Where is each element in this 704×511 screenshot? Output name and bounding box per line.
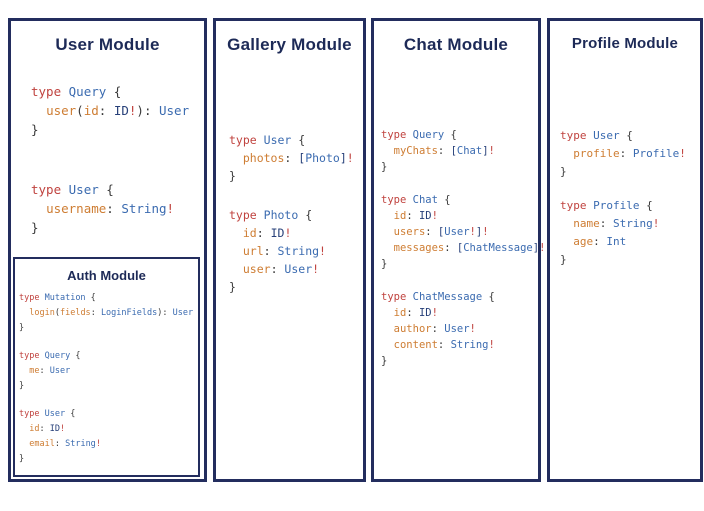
- panel-title-auth-module: Auth Module: [67, 268, 146, 283]
- code-block: type Profile { name: String! age: Int}: [560, 199, 660, 266]
- code-block: type Query { myChats: [Chat]!}: [381, 129, 495, 174]
- code-block: type User { id: ID! email: String!}: [19, 409, 101, 464]
- profile-module-code: type User { profile: Profile!} type Profi…: [550, 127, 700, 269]
- code-block: type Query { me: User}: [19, 351, 81, 391]
- panel-chat-module: Chat Module type Query { myChats: [Chat]…: [371, 18, 546, 482]
- panel-profile-module: Profile Module type User { profile: Prof…: [547, 18, 703, 482]
- panel-title-gallery-module: Gallery Module: [227, 35, 352, 54]
- panel-gallery-module: Gallery Module type User { photos: [Phot…: [213, 18, 366, 482]
- code-block: type User { profile: Profile!}: [560, 129, 686, 178]
- code-block: type Chat { id: ID! users: [User!]! mess…: [381, 194, 546, 271]
- code-block: type Photo { id: ID! url: String! user: …: [229, 208, 326, 295]
- code-block: type ChatMessage { id: ID! author: User!…: [381, 291, 495, 368]
- user-module-code: type Query { user(id: ID!): User} type Us…: [11, 82, 204, 237]
- panel-user-module: User Module type Query { user(id: ID!): …: [8, 18, 207, 482]
- code-block: type User { photos: [Photo]!}: [229, 133, 354, 184]
- panel-auth-module: Auth Module type Mutation { login(fields…: [13, 257, 200, 477]
- code-block: type Query { user(id: ID!): User}: [31, 84, 190, 138]
- chat-module-code: type Query { myChats: [Chat]!} type Chat …: [374, 127, 546, 369]
- code-block: type User { username: String!}: [31, 182, 175, 236]
- code-block: type Mutation { login(fields: LoginField…: [19, 293, 194, 333]
- panel-title-profile-module: Profile Module: [571, 35, 679, 52]
- auth-module-code: type Mutation { login(fields: LoginField…: [15, 291, 198, 467]
- gallery-module-code: type User { photos: [Photo]!} type Photo …: [216, 131, 363, 296]
- panel-title-chat-module: Chat Module: [403, 35, 509, 54]
- panel-title-user-module: User Module: [55, 35, 160, 54]
